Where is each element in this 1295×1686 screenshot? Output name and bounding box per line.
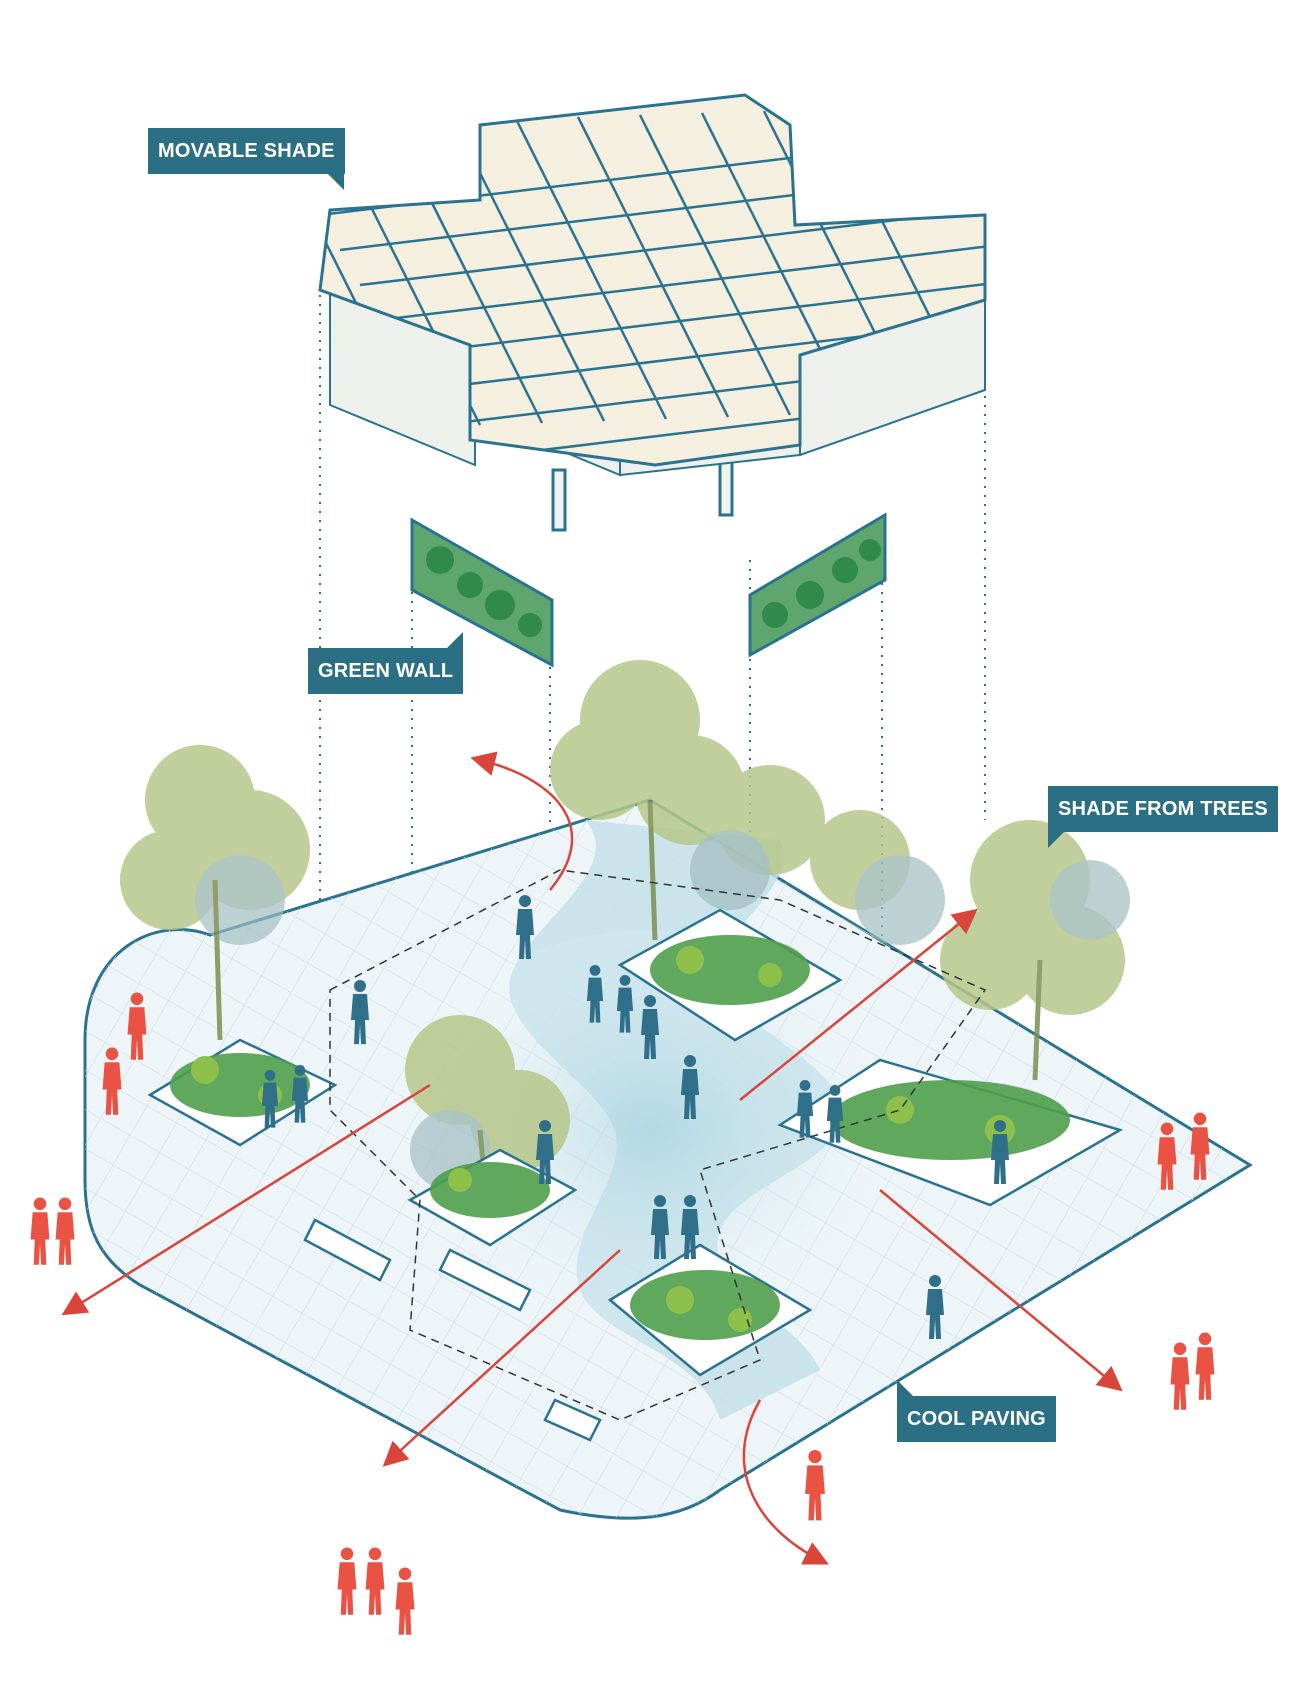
person-figure-icon [366, 1548, 385, 1615]
label-shade-from-trees: SHADE FROM TREES [1048, 786, 1278, 832]
person-figure-icon [805, 1450, 825, 1520]
label-tail [328, 174, 344, 190]
label-tail [447, 632, 463, 648]
person-figure-icon [1171, 1343, 1190, 1410]
label-shade-from-trees-text: SHADE FROM TREES [1058, 798, 1268, 820]
person-figure-icon [396, 1568, 415, 1635]
label-movable-shade: MOVABLE SHADE [148, 128, 345, 174]
person-figure-icon [31, 1198, 50, 1265]
green-wall-right [750, 515, 885, 655]
label-cool-paving-text: COOL PAVING [907, 1408, 1046, 1430]
label-tail [1048, 832, 1064, 848]
green-wall-left [412, 520, 552, 665]
label-tail [897, 1380, 913, 1396]
person-figure-icon [338, 1548, 357, 1615]
person-figure-icon [1196, 1333, 1215, 1400]
label-green-wall: GREEN WALL [308, 648, 463, 694]
movable-shade-structure [268, 95, 1120, 530]
person-figure-icon [56, 1198, 75, 1265]
label-green-wall-text: GREEN WALL [318, 660, 453, 682]
label-movable-shade-text: MOVABLE SHADE [158, 140, 335, 162]
label-cool-paving: COOL PAVING [897, 1396, 1056, 1442]
